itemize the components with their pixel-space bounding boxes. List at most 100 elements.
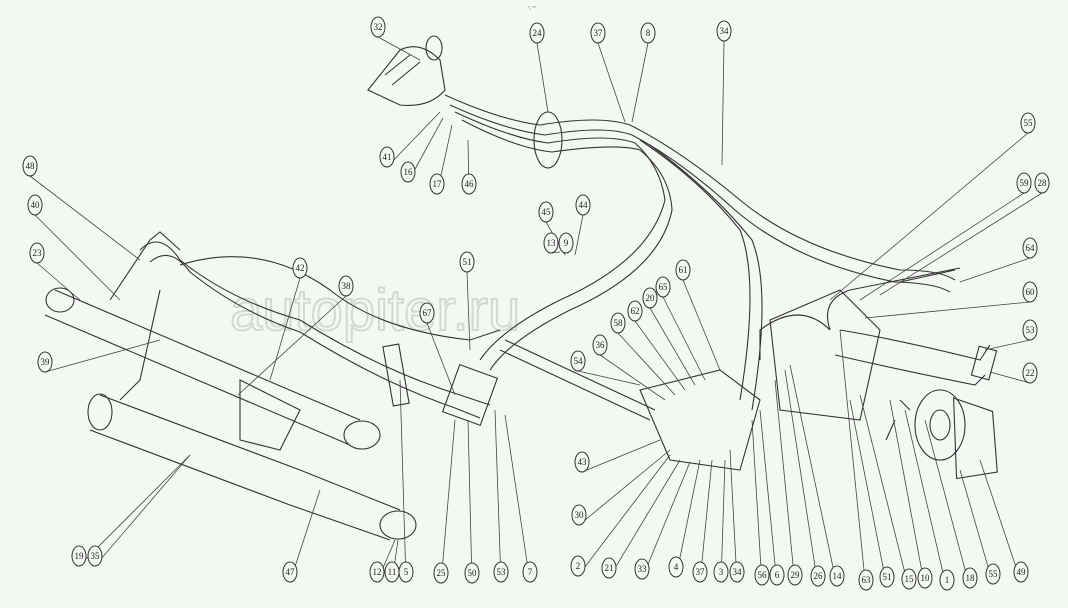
callout-number: 34 bbox=[733, 567, 743, 577]
callout-number: 12 bbox=[373, 567, 382, 577]
callout-number: 36 bbox=[596, 340, 606, 350]
callout-number: 5 bbox=[404, 567, 409, 577]
leader-line bbox=[959, 257, 1031, 283]
leader-line bbox=[426, 322, 456, 396]
leader-line bbox=[36, 262, 81, 301]
callout-circle bbox=[1013, 561, 1029, 583]
leader-line bbox=[849, 399, 888, 588]
callout-3: 3 bbox=[713, 561, 729, 583]
callout-circle bbox=[282, 561, 298, 583]
callout-number: 39 bbox=[41, 357, 51, 367]
callout-circle bbox=[419, 302, 435, 324]
leader-line bbox=[94, 454, 191, 567]
leader-line bbox=[574, 214, 584, 256]
callout-30: 30 bbox=[571, 504, 587, 526]
callout-number: 17 bbox=[433, 179, 443, 189]
callout-number: 55 bbox=[1024, 118, 1034, 128]
callout-40: 40 bbox=[27, 194, 43, 216]
callout-circle bbox=[729, 561, 745, 583]
callout-48: 48 bbox=[22, 155, 38, 177]
callout-number: 18 bbox=[966, 573, 976, 583]
callout-circle bbox=[1022, 281, 1038, 303]
leader-line bbox=[631, 42, 649, 123]
callout-circle bbox=[917, 567, 933, 589]
callout-64: 64 bbox=[1022, 237, 1038, 259]
callout-circle bbox=[642, 287, 658, 309]
callout-circle bbox=[1016, 172, 1032, 194]
leader-line bbox=[577, 370, 641, 386]
leader-line bbox=[504, 414, 531, 583]
callout-number: 56 bbox=[758, 570, 768, 580]
callout-number: 63 bbox=[862, 575, 872, 585]
callout-67: 67 bbox=[419, 302, 435, 324]
callout-circle bbox=[1034, 172, 1050, 194]
callout-number: 32 bbox=[374, 22, 383, 32]
callout-circle bbox=[400, 161, 416, 183]
callout-number: 58 bbox=[614, 318, 624, 328]
callout-4: 4 bbox=[668, 556, 684, 578]
callout-number: 28 bbox=[1038, 178, 1048, 188]
leader-line bbox=[608, 459, 681, 579]
callout-circle bbox=[939, 569, 955, 591]
callout-number: 29 bbox=[791, 570, 801, 580]
callout-number: 33 bbox=[638, 564, 648, 574]
leader-line bbox=[889, 399, 926, 589]
leader-line bbox=[759, 409, 778, 586]
leader-line bbox=[578, 449, 671, 526]
callout-circle bbox=[627, 300, 643, 322]
callout-51: 51 bbox=[879, 566, 895, 588]
callout-11: 11 bbox=[384, 561, 400, 583]
callout-circle bbox=[574, 451, 590, 473]
callout-number: 51 bbox=[883, 572, 892, 582]
callout-circle bbox=[901, 568, 917, 590]
leader-line bbox=[617, 332, 676, 396]
callout-circle bbox=[590, 22, 606, 44]
callout-circle bbox=[379, 146, 395, 168]
callout-circle bbox=[1022, 237, 1038, 259]
callout-number: 47 bbox=[286, 567, 296, 577]
callout-number: 55 bbox=[989, 569, 999, 579]
callout-circle bbox=[668, 556, 684, 578]
callout-circle bbox=[716, 20, 732, 42]
callout-number: 11 bbox=[388, 567, 397, 577]
callout-62: 62 bbox=[627, 300, 643, 322]
callout-circle bbox=[71, 545, 87, 567]
callout-circle bbox=[522, 561, 538, 583]
callout-number: 24 bbox=[533, 28, 543, 38]
callout-35: 35 bbox=[87, 545, 103, 567]
callout-number: 23 bbox=[33, 248, 43, 258]
leader-line bbox=[269, 277, 301, 381]
leader-line bbox=[536, 42, 549, 113]
callout-circle bbox=[459, 251, 475, 273]
callout-number: 15 bbox=[905, 574, 915, 584]
callout-65: 65 bbox=[655, 276, 671, 298]
callout-34: 34 bbox=[729, 561, 745, 583]
callout-number: 46 bbox=[465, 179, 475, 189]
callout-1: 1 bbox=[939, 569, 955, 591]
callout-number: 34 bbox=[720, 26, 730, 36]
callout-42: 42 bbox=[292, 257, 308, 279]
callout-circle bbox=[610, 312, 626, 334]
callout-number: 37 bbox=[594, 28, 604, 38]
callout-circle bbox=[571, 504, 587, 526]
leader-line bbox=[386, 111, 441, 168]
leader-line bbox=[789, 364, 838, 587]
leader-line bbox=[859, 192, 1025, 301]
callout-number: 49 bbox=[1017, 567, 1027, 577]
leader-line bbox=[682, 279, 721, 371]
leader-line bbox=[440, 419, 456, 584]
callout-number: 53 bbox=[1026, 325, 1036, 335]
callout-36: 36 bbox=[592, 334, 608, 356]
callout-circle bbox=[655, 276, 671, 298]
leader-line bbox=[599, 354, 666, 401]
callout-circle bbox=[634, 558, 650, 580]
callout-39: 39 bbox=[37, 351, 53, 373]
leader-line bbox=[581, 439, 661, 473]
callout-50: 50 bbox=[464, 562, 480, 584]
callout-circle bbox=[640, 22, 656, 44]
leader-line bbox=[984, 339, 1031, 351]
callout-circle bbox=[1022, 362, 1038, 384]
callout-20: 20 bbox=[642, 287, 658, 309]
